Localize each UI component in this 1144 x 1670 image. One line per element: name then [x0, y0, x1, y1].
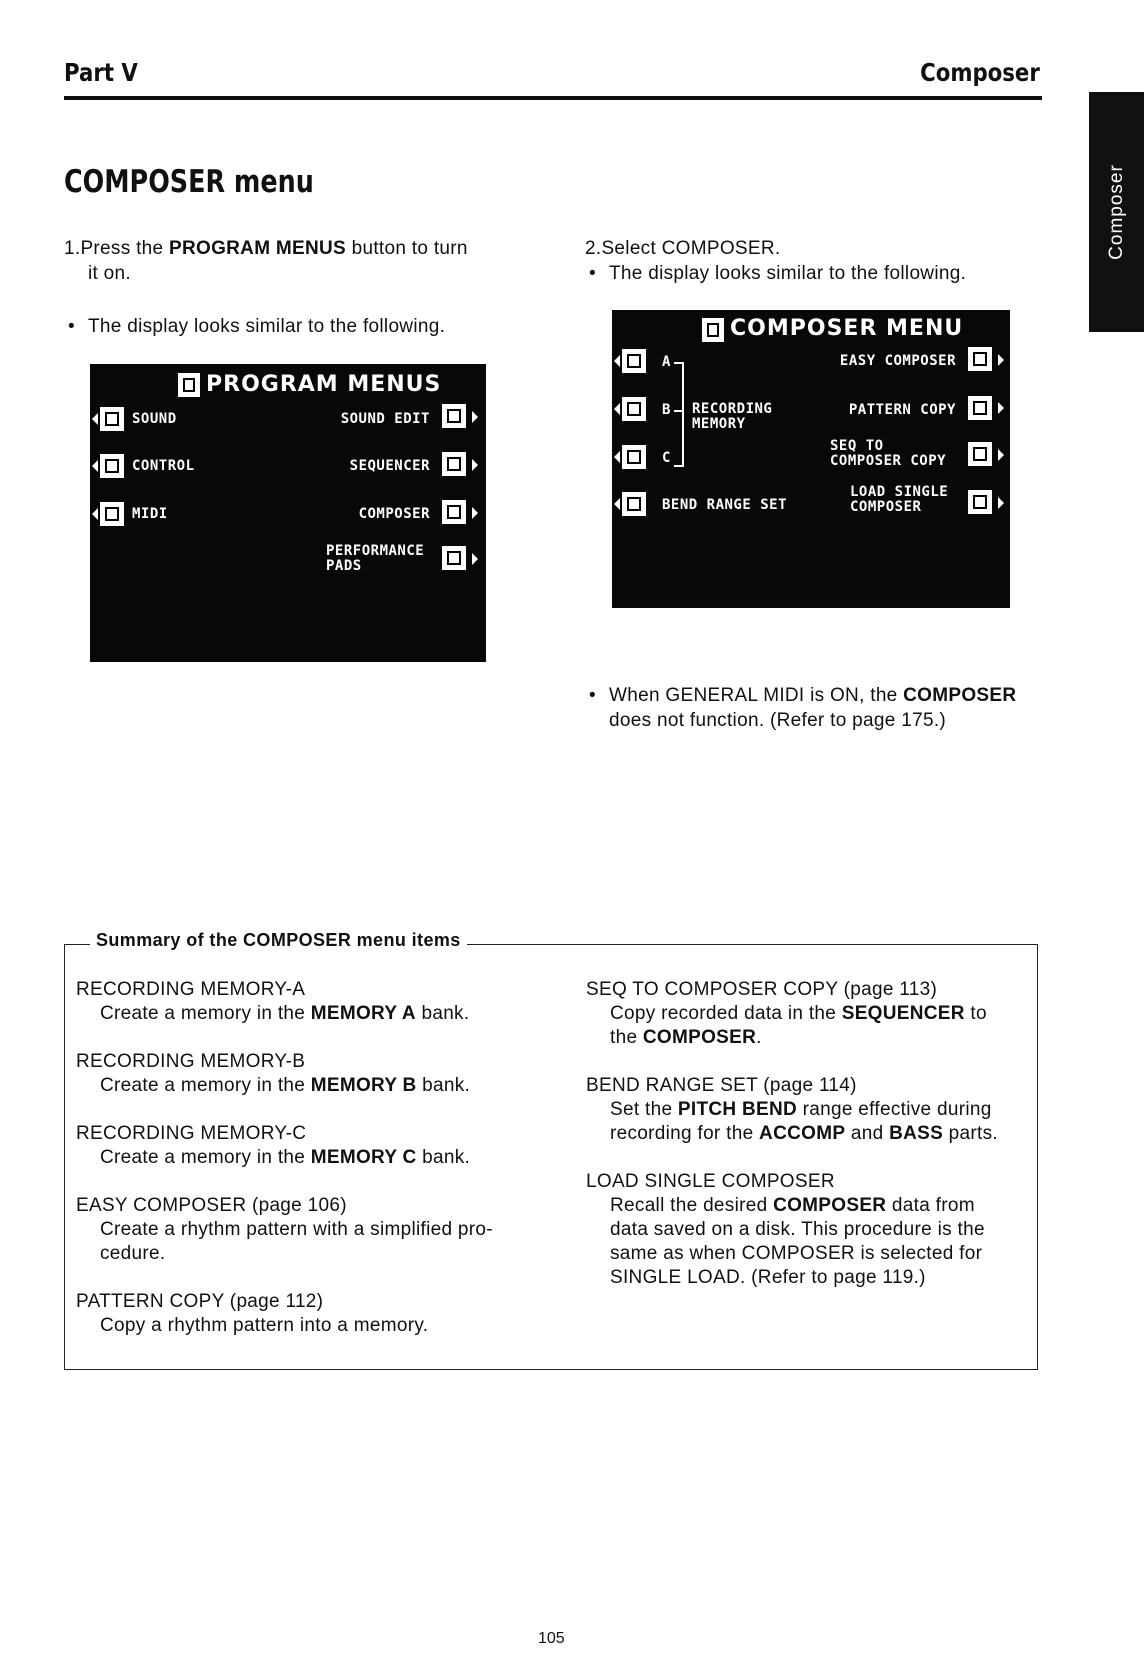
menu-item-performance[interactable]: PERFORMANCE — [326, 543, 425, 559]
bend-range-icon[interactable] — [622, 492, 646, 516]
side-tab: Composer — [1089, 92, 1144, 332]
summary-load-desc-4: SINGLE LOAD. (Refer to page 119.) — [610, 1267, 926, 1288]
composer-menu-title: COMPOSER MENU — [730, 316, 964, 341]
easy-composer-icon[interactable] — [968, 347, 992, 371]
sequencer-icon[interactable] — [442, 452, 466, 476]
summary-rec-c-head: RECORDING MEMORY-C — [76, 1123, 307, 1144]
pattern-copy-label[interactable]: PATTERN COPY — [848, 402, 956, 418]
memory-c-label[interactable]: C — [662, 450, 671, 466]
chapter-label: Composer — [920, 58, 1040, 87]
header-rule — [64, 96, 1042, 100]
pattern-copy-icon[interactable] — [968, 396, 992, 420]
left-arrow-icon — [92, 460, 98, 472]
composer-icon[interactable] — [442, 500, 466, 524]
summary-title: Summary of the COMPOSER menu items — [90, 930, 467, 951]
left-arrow-icon — [92, 413, 98, 425]
summary-rec-a-head: RECORDING MEMORY-A — [76, 979, 306, 1000]
composer-copy-label[interactable]: COMPOSER COPY — [830, 453, 947, 469]
program-menus-icon — [178, 373, 200, 397]
step-2: 2.Select COMPOSER. — [585, 238, 781, 259]
bullet-display-2: The display looks similar to the followi… — [589, 261, 966, 287]
program-menus-screen: PROGRAM MENUS SOUND CONTROL MIDI SOUND E… — [90, 364, 486, 662]
bend-range-set-label[interactable]: BEND RANGE SET — [662, 497, 788, 513]
page-number: 105 — [538, 1630, 565, 1647]
composer-menu-icon — [702, 318, 724, 342]
summary-seq-head: SEQ TO COMPOSER COPY (page 113) — [586, 979, 938, 1000]
left-arrow-icon — [92, 508, 98, 520]
summary-rec-b-head: RECORDING MEMORY-B — [76, 1051, 306, 1072]
summary-pattern-head: PATTERN COPY (page 112) — [76, 1291, 324, 1312]
right-arrow-icon — [998, 497, 1004, 509]
menu-item-pads[interactable]: PADS — [326, 558, 362, 574]
summary-bend-desc-2: recording for the ACCOMP and BASS parts. — [610, 1123, 998, 1144]
step-1-cont: it on. — [88, 263, 131, 284]
memory-a-label[interactable]: A — [662, 354, 671, 370]
right-arrow-icon — [472, 459, 478, 471]
seq-to-composer-icon[interactable] — [968, 442, 992, 466]
memory-b-label[interactable]: B — [662, 402, 671, 418]
summary-easy-desc-1: Create a rhythm pattern with a simplifie… — [100, 1219, 493, 1240]
load-composer-label[interactable]: COMPOSER — [850, 499, 922, 515]
note-general-midi: When GENERAL MIDI is ON, the COMPOSER — [589, 683, 1016, 709]
bullet-display-1: The display looks similar to the followi… — [68, 314, 445, 340]
summary-easy-desc-2: cedure. — [100, 1243, 166, 1264]
summary-seq-desc-1: Copy recorded data in the SEQUENCER to — [610, 1003, 987, 1024]
summary-load-desc-2: data saved on a disk. This procedure is … — [610, 1219, 985, 1240]
summary-bend-desc-1: Set the PITCH BEND range effective durin… — [610, 1099, 992, 1120]
control-icon[interactable] — [100, 454, 124, 478]
memory-a-icon[interactable] — [622, 349, 646, 373]
sound-edit-icon[interactable] — [442, 404, 466, 428]
menu-item-sound[interactable]: SOUND — [132, 411, 177, 427]
bracket-line — [674, 410, 684, 412]
seq-to-label[interactable]: SEQ TO — [830, 438, 884, 454]
right-arrow-icon — [998, 402, 1004, 414]
performance-pads-icon[interactable] — [442, 546, 466, 570]
right-arrow-icon — [998, 449, 1004, 461]
summary-rec-c-desc: Create a memory in the MEMORY C bank. — [100, 1147, 471, 1168]
load-single-label[interactable]: LOAD SINGLE — [850, 484, 949, 500]
summary-seq-desc-2: the COMPOSER. — [610, 1027, 762, 1048]
summary-load-desc-1: Recall the desired COMPOSER data from — [610, 1195, 975, 1216]
step-1: 1.Press the PROGRAM MENUS button to turn — [64, 238, 468, 259]
summary-rec-b-desc: Create a memory in the MEMORY B bank. — [100, 1075, 471, 1096]
bracket-line — [674, 465, 682, 467]
left-arrow-icon — [614, 451, 620, 463]
bracket-line — [674, 362, 682, 364]
left-arrow-icon — [614, 498, 620, 510]
bracket-vline — [682, 362, 684, 467]
menu-item-midi[interactable]: MIDI — [132, 506, 168, 522]
menu-item-composer[interactable]: COMPOSER — [358, 506, 430, 522]
recording-label: RECORDING — [692, 401, 773, 417]
note-general-midi-cont: does not function. (Refer to page 175.) — [609, 710, 947, 731]
composer-menu-screen: COMPOSER MENU A B C RECORDING MEMORY BEN… — [612, 310, 1010, 608]
left-arrow-icon — [614, 403, 620, 415]
menu-item-control[interactable]: CONTROL — [132, 458, 195, 474]
program-menus-title: PROGRAM MENUS — [206, 372, 442, 397]
memory-label: MEMORY — [692, 416, 746, 432]
sound-icon[interactable] — [100, 407, 124, 431]
summary-pattern-desc: Copy a rhythm pattern into a memory. — [100, 1315, 429, 1336]
load-single-icon[interactable] — [968, 490, 992, 514]
section-title: COMPOSER menu — [64, 164, 314, 200]
summary-load-head: LOAD SINGLE COMPOSER — [586, 1171, 835, 1192]
right-arrow-icon — [472, 507, 478, 519]
memory-b-icon[interactable] — [622, 397, 646, 421]
left-arrow-icon — [614, 355, 620, 367]
menu-item-sound-edit[interactable]: SOUND EDIT — [340, 411, 430, 427]
summary-load-desc-3: same as when COMPOSER is selected for — [610, 1243, 983, 1264]
easy-composer-label[interactable]: EASY COMPOSER — [839, 353, 956, 369]
summary-bend-head: BEND RANGE SET (page 114) — [586, 1075, 857, 1096]
midi-icon[interactable] — [100, 502, 124, 526]
menu-item-sequencer[interactable]: SEQUENCER — [349, 458, 430, 474]
memory-c-icon[interactable] — [622, 445, 646, 469]
right-arrow-icon — [472, 411, 478, 423]
summary-rec-a-desc: Create a memory in the MEMORY A bank. — [100, 1003, 470, 1024]
right-arrow-icon — [998, 354, 1004, 366]
part-label: Part V — [64, 58, 138, 87]
side-tab-label: Composer — [1105, 164, 1127, 260]
summary-box — [64, 944, 1038, 1370]
right-arrow-icon — [472, 553, 478, 565]
summary-easy-head: EASY COMPOSER (page 106) — [76, 1195, 347, 1216]
